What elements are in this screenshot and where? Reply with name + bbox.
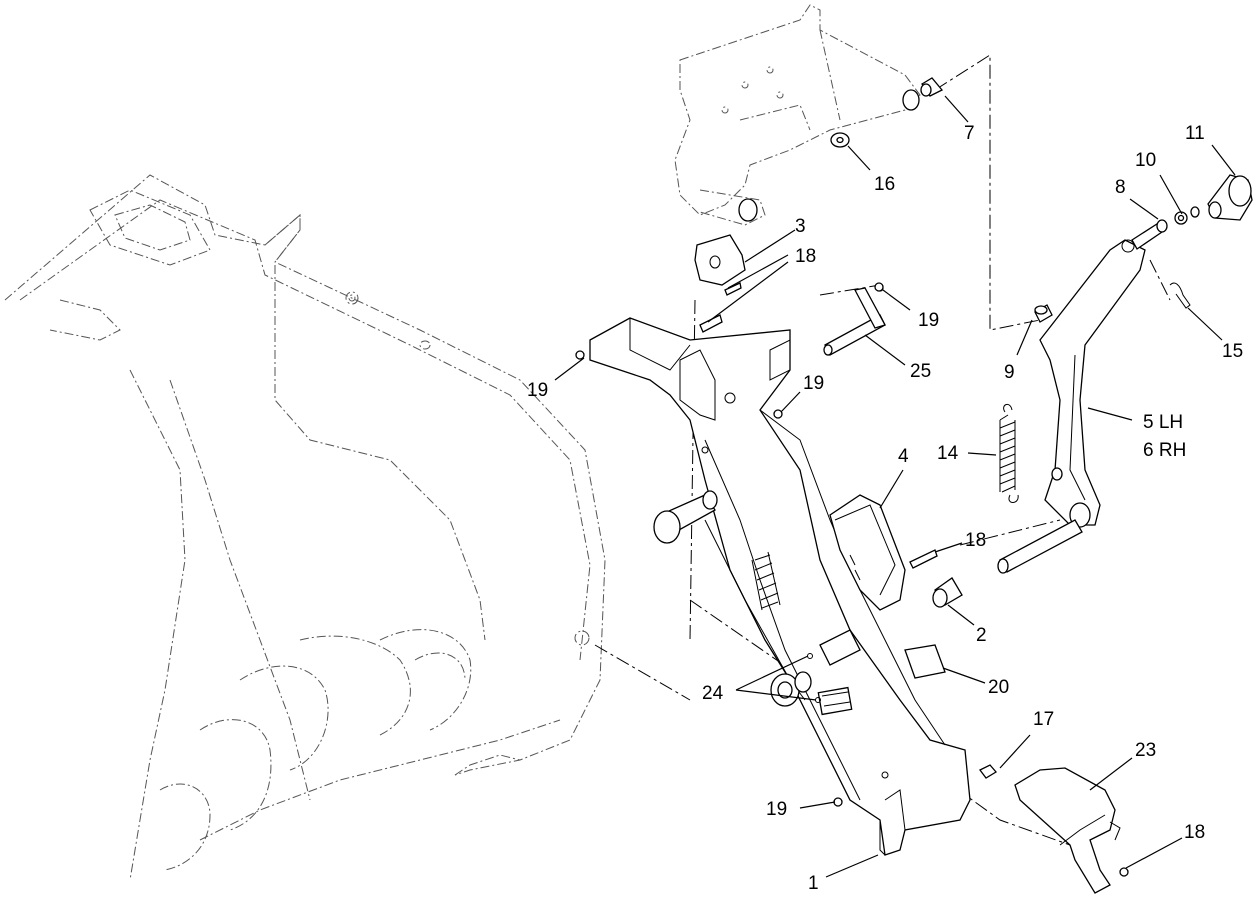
callout-25: 25 [910,361,931,382]
spring-14 [999,403,1019,503]
callout-9: 9 [1004,362,1015,383]
label-20 [904,644,946,679]
callout-5: 5 LH [1143,412,1183,433]
callout-15: 15 [1222,341,1243,362]
bushing-2 [932,577,963,608]
callout-1: 1 [808,873,819,894]
bracket-3 [694,234,746,286]
rod-25 [823,284,886,356]
callout-14: 14 [937,443,959,464]
callout-18a: 18 [795,246,816,267]
ghost-upper-panel [674,4,921,226]
washer-16 [830,132,850,148]
lever-arm [1039,239,1146,528]
callout-19d: 19 [766,799,787,820]
pad-4 [829,494,906,611]
cotter-pin-15 [1169,282,1191,309]
callout-8: 8 [1115,177,1126,198]
nut-17 [979,764,997,779]
callout-19b: 19 [918,310,939,331]
callout-19a: 19 [527,380,548,401]
left-knob-spring [653,490,806,701]
leader-lines [554,95,1236,878]
callout-4: 4 [898,446,909,467]
callout-11: 11 [1185,123,1205,144]
ghost-chassis [4,174,606,881]
callout-10: 10 [1135,150,1156,171]
shaft-knob-assembly [1131,174,1253,250]
callout-labels: 1 2 3 4 5 LH 6 RH 7 8 9 10 11 14 15 16 1… [527,123,1243,894]
pedal-23 [1014,767,1121,894]
callout-20: 20 [988,677,1009,698]
long-pin [997,519,1083,574]
pivot-24 [770,629,861,707]
callout-17: 17 [1033,709,1054,730]
callout-18b: 18 [965,530,986,551]
bushing-7 [920,77,944,97]
callout-19c: 19 [803,373,824,394]
callout-6: 6 RH [1143,440,1186,461]
callout-16: 16 [874,174,895,195]
callout-24: 24 [702,683,724,704]
callout-2: 2 [976,625,987,646]
pin-9 [1034,304,1053,323]
callout-18c: 18 [1184,822,1205,843]
callout-23: 23 [1135,740,1156,761]
callout-3: 3 [795,216,806,237]
fasteners [575,282,1129,877]
callout-7: 7 [964,123,975,144]
main-bracket [589,317,971,856]
